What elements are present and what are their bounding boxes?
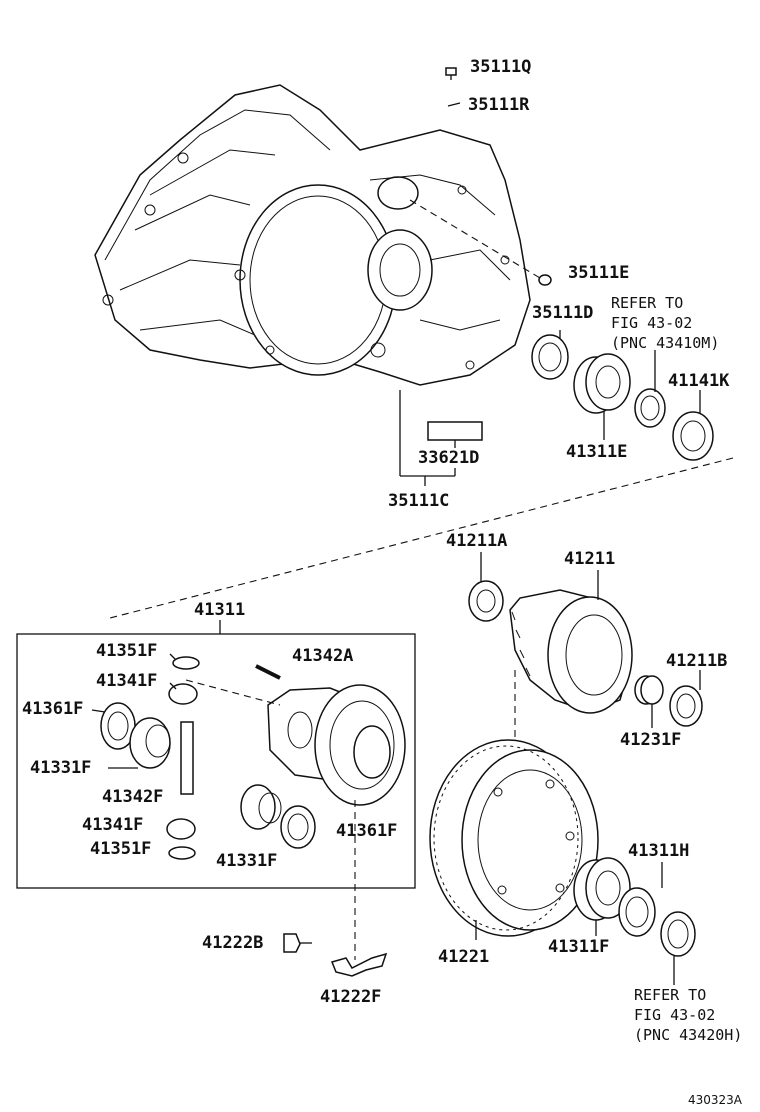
- pin-35111r: [447, 102, 461, 107]
- refer-note-top-line2: FIG 43-02: [611, 314, 692, 332]
- leader-41341f-top: [169, 682, 177, 690]
- label-35111c[interactable]: 35111C: [388, 491, 449, 511]
- ring-35111e: [409, 199, 552, 286]
- side-gear-41331f-left-hub: [145, 724, 171, 758]
- refer-note-top-line1: REFER TO: [611, 294, 683, 312]
- leader-41361f-left: [91, 709, 106, 713]
- label-41311h[interactable]: 41311H: [628, 841, 689, 861]
- bolt-35111q: [445, 67, 457, 80]
- pinion-shaft-41342f: [180, 721, 194, 795]
- bolt-41222b: [283, 933, 312, 953]
- label-41331f-right[interactable]: 41331F: [216, 851, 277, 871]
- label-41351f-top[interactable]: 41351F: [96, 641, 157, 661]
- pin-41342a: [255, 664, 281, 680]
- collar-41231f: [634, 675, 664, 728]
- label-41331f-left[interactable]: 41331F: [30, 758, 91, 778]
- label-33621d[interactable]: 33621D: [418, 448, 479, 468]
- label-41341f-bottom[interactable]: 41341F: [82, 815, 143, 835]
- label-41342a[interactable]: 41342A: [292, 646, 353, 666]
- seal-35111d: [531, 330, 569, 380]
- label-41361f-right[interactable]: 41361F: [336, 821, 397, 841]
- bearing-41211a: [468, 552, 504, 622]
- side-gear-41331f-right: [240, 784, 276, 830]
- side-gear-41331f-left: [129, 717, 171, 769]
- differential-case-box: [16, 633, 416, 889]
- drive-gear-41211: [509, 570, 633, 714]
- label-35111r[interactable]: 35111R: [468, 95, 530, 115]
- label-41211[interactable]: 41211: [564, 549, 615, 569]
- thrust-washer-41361f-right-bore: [287, 813, 309, 841]
- label-41211a[interactable]: 41211A: [446, 531, 507, 551]
- thrust-washer-41361f-right: [280, 805, 316, 849]
- label-41311[interactable]: 41311: [194, 600, 245, 620]
- label-41351f-bottom[interactable]: 41351F: [90, 839, 151, 859]
- thrust-washer-41361f-left-bore: [107, 711, 129, 741]
- label-35111e[interactable]: 35111E: [568, 263, 629, 283]
- lock-plate-41222f: [330, 952, 388, 977]
- dashed-reference-line: [109, 457, 734, 619]
- side-gear-41331f-right-hub: [258, 792, 282, 824]
- refer-note-bottom-line3: (PNC 43420H): [634, 1026, 742, 1044]
- label-35111q[interactable]: 35111Q: [470, 57, 531, 77]
- label-41222b[interactable]: 41222B: [202, 933, 263, 953]
- figure-code: 430323A: [688, 1093, 743, 1107]
- differential-case: [185, 679, 406, 806]
- leader-35111c: [399, 390, 456, 486]
- shim-pnc-43420h: [660, 911, 696, 985]
- transaxle-housing: [94, 84, 531, 386]
- label-35111d[interactable]: 35111D: [532, 303, 593, 323]
- label-41231f[interactable]: 41231F: [620, 730, 681, 750]
- label-41221[interactable]: 41221: [438, 947, 489, 967]
- label-41141k[interactable]: 41141K: [668, 371, 730, 391]
- refer-note-bottom-line2: FIG 43-02: [634, 1006, 715, 1024]
- label-41211b[interactable]: 41211B: [666, 651, 727, 671]
- refer-note-top-line3: (PNC 43410M): [611, 334, 719, 352]
- label-41361f-left[interactable]: 41361F: [22, 699, 83, 719]
- label-41342f[interactable]: 41342F: [102, 787, 163, 807]
- thrust-washer-41351f-bottom: [168, 846, 196, 860]
- pinion-41341f-bottom: [166, 818, 196, 840]
- label-41341f-top[interactable]: 41341F: [96, 671, 157, 691]
- bearing-41311e: [573, 353, 631, 440]
- bearing-41211b: [669, 670, 703, 727]
- leader-41351f-top: [169, 653, 177, 661]
- thrust-washer-41351f-top: [172, 656, 200, 670]
- bearing-41311f: [573, 857, 631, 936]
- washer-41141k: [672, 390, 714, 461]
- label-41222f[interactable]: 41222F: [320, 987, 381, 1007]
- ring-gear-41221: [429, 739, 599, 940]
- washer-41311h: [618, 862, 663, 937]
- refer-note-bottom-line1: REFER TO: [634, 986, 706, 1004]
- plate-33621d: [427, 421, 483, 448]
- label-41311f[interactable]: 41311F: [548, 937, 609, 957]
- label-41311e[interactable]: 41311E: [566, 442, 627, 462]
- shim-pnc-43410m: [634, 350, 666, 428]
